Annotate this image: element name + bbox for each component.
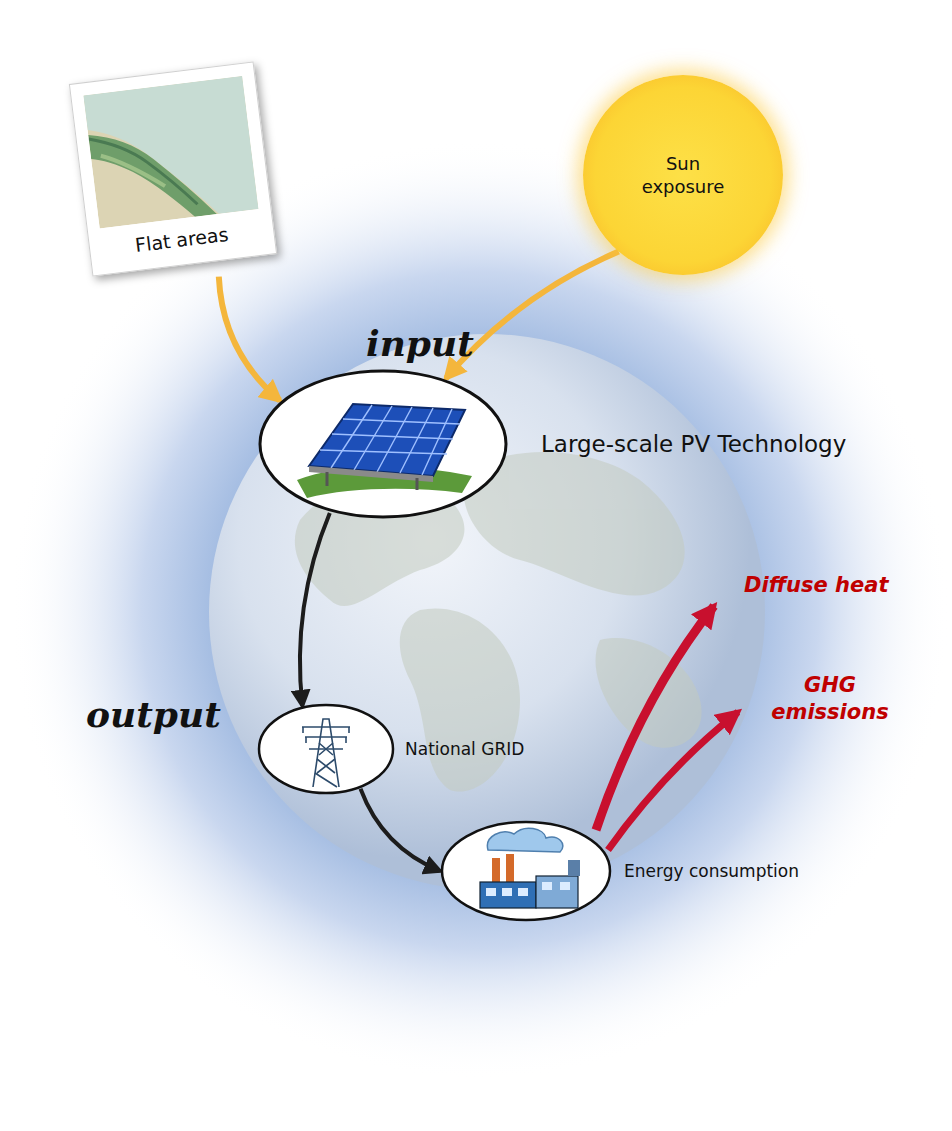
sun-circle: Sun exposure [583,75,783,275]
effect-label: Diffuse heat [744,573,889,597]
flow-arrow [219,277,280,401]
icon-ellipse [257,368,509,520]
flow-arrow [300,513,330,706]
sun-label: Sun exposure [623,152,743,199]
blue-halo [10,140,950,1080]
flow-label: output [86,693,221,735]
pv-ellipse [257,368,509,520]
effect-label: GHG emissions [770,672,890,727]
icon-ellipse [440,820,612,922]
grid-ellipse [257,703,395,795]
heat-emission-arrows [596,606,738,850]
diffuse-heat-arrow [596,606,714,830]
node-label: National GRID [405,739,524,759]
ghg-arrow [608,712,738,850]
flow-arrow [361,789,441,871]
icon-ellipse [257,703,395,795]
map-photo [83,76,258,229]
earth-globe [209,334,765,890]
energy-ellipse [440,820,612,922]
photo-card: Flat areas [69,61,277,276]
map-image [83,76,258,229]
icon-ellipse-node: National GRID [257,703,528,795]
node-label: Energy consumption [624,861,799,881]
icon-ellipse-node: Large-scale PV Technology [257,368,850,520]
icon-ellipse-node: Energy consumption [440,820,803,922]
flow-label: input [366,322,474,364]
node-label: Large-scale PV Technology [541,431,846,457]
